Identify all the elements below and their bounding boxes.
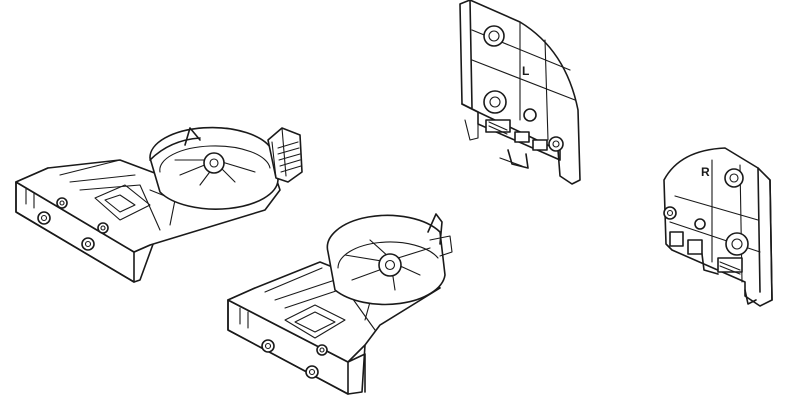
end-cap-right: R [663, 147, 773, 307]
left-cap-label: L [522, 64, 529, 78]
end-cap-left: L [459, 0, 581, 185]
bracket-part-1 [15, 126, 303, 283]
right-cap-label: R [701, 165, 710, 179]
bracket-part-2 [227, 213, 453, 395]
